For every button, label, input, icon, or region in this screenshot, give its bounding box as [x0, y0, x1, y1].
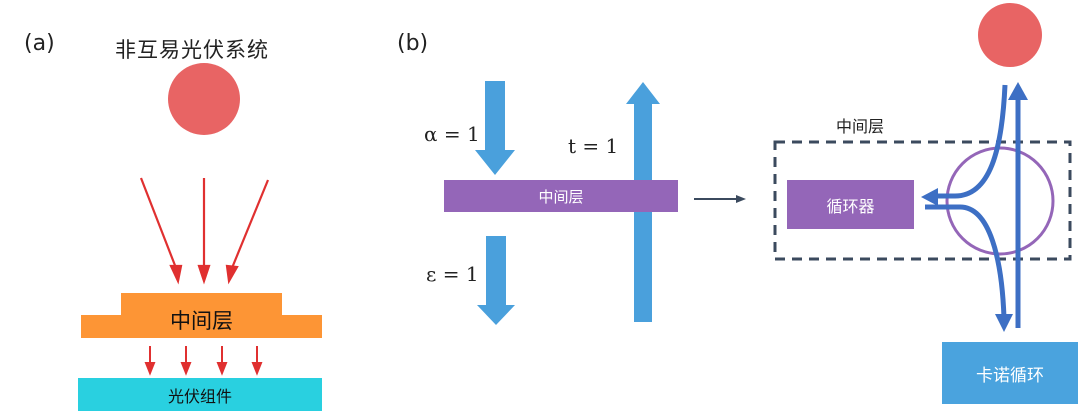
intermediate-layer-shape	[81, 293, 322, 338]
intermediate-layer-bar: 中间层	[444, 180, 678, 212]
emission-arrow	[477, 236, 515, 325]
carnot-cycle-box: 卡诺循环	[942, 342, 1078, 404]
panel-a-title: 非互易光伏系统	[115, 38, 269, 62]
circulator-box: 循环器	[787, 180, 914, 229]
absorption-arrow	[475, 81, 515, 175]
incoming-rays	[139, 177, 270, 285]
panel-b-label: (b)	[397, 31, 429, 56]
to-arrow	[694, 195, 746, 203]
epsilon-label: ε = 1	[426, 262, 479, 286]
circulator-flow-arrows	[925, 84, 1021, 328]
arrow-heads	[921, 82, 1028, 332]
orange-layer-label: 中间层	[170, 309, 233, 333]
transmitted-rays	[144, 346, 263, 376]
dashed-intermediate-box	[773, 140, 1072, 261]
panel-a-label: (a)	[24, 31, 55, 56]
dashed-box-label: 中间层	[836, 117, 885, 136]
alpha-label: α = 1	[424, 122, 480, 146]
t-label: t = 1	[568, 134, 619, 158]
sun-icon	[168, 63, 240, 135]
circulator-ring	[945, 146, 1055, 256]
pv-module: 光伏组件	[78, 378, 322, 411]
sun-icon-right	[978, 3, 1042, 67]
